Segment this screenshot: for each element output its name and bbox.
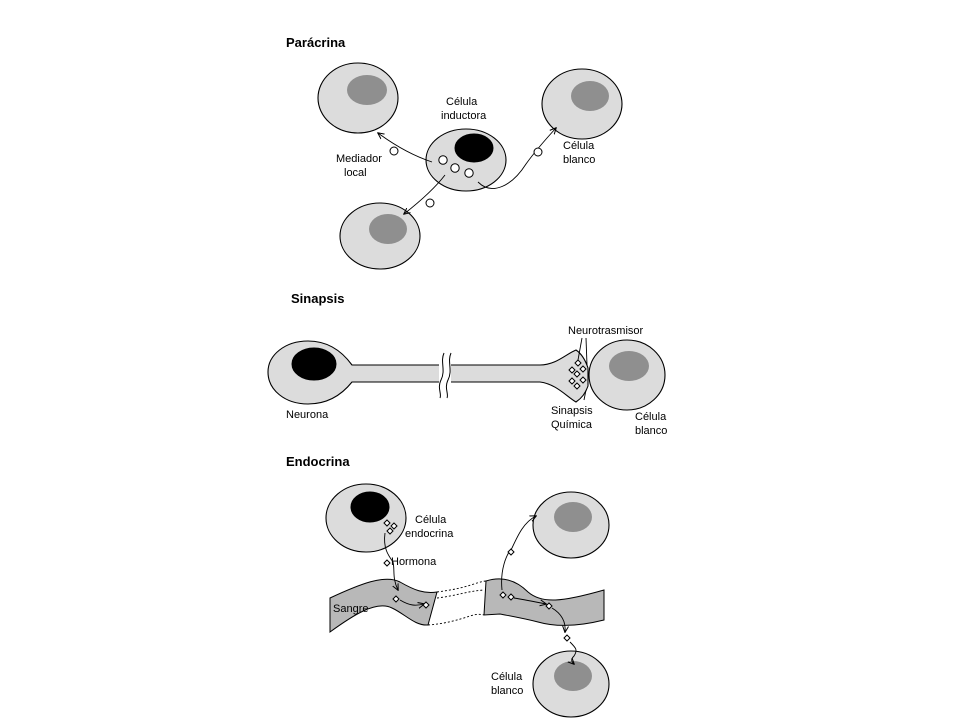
- endocrine-target-cell-bottom: [532, 650, 610, 718]
- blood-vessel-gap-top: [436, 580, 487, 593]
- hormone-molecule: [392, 595, 400, 603]
- endocrine-title: Endocrina: [286, 454, 350, 469]
- synapse-section: Sinapsis Neurotrasmisor: [267, 291, 667, 437]
- neurotransmitter-label: Neurotrasmisor: [568, 325, 644, 337]
- synapse-target-label-line2: blanco: [635, 425, 667, 437]
- hormone-molecule: [545, 602, 553, 610]
- hormone-molecule: [499, 591, 507, 599]
- blood-label: Sangre: [333, 603, 368, 615]
- synapse-label-line2: Química: [551, 419, 593, 431]
- neurotransmitter-leader: [585, 337, 588, 366]
- neurotransmitter-vesicles: [568, 359, 587, 390]
- neuron-label: Neurona: [286, 409, 329, 421]
- endocrine-cell-label-line1: Célula: [415, 514, 447, 526]
- hormone-molecule: [422, 601, 430, 609]
- hormone-flow-arrow: [551, 607, 565, 632]
- mediator-arrow-to-top-left: [378, 133, 433, 163]
- blood-vessel-gap-middle: [436, 589, 485, 599]
- local-mediator: [389, 146, 399, 156]
- mediator-vesicle: [438, 155, 448, 165]
- hormone-flow-arrow: [399, 599, 424, 605]
- endocrine-target-label-line1: Célula: [491, 671, 523, 683]
- inducing-cell-label-line1: Célula: [446, 96, 478, 108]
- hormone-molecule: [383, 559, 391, 567]
- paracrine-section: Parácrina Célula i: [286, 35, 623, 270]
- hormone-arrow-to-target-top: [501, 516, 536, 591]
- synapse-label-line1: Sinapsis: [551, 405, 593, 417]
- mediator-arrow-to-top-right: [477, 128, 556, 189]
- hormone-arrow-to-target-bottom: [570, 641, 577, 664]
- paracrine-title: Parácrina: [286, 35, 346, 50]
- hormone-molecule: [507, 548, 515, 556]
- paracrine-target-label-line1: Célula: [563, 140, 595, 152]
- synapse-title: Sinapsis: [291, 291, 344, 306]
- mediator-arrow-to-bottom: [404, 174, 446, 214]
- hormone-label: Hormona: [391, 556, 437, 568]
- mediator-label-line2: local: [344, 167, 367, 179]
- endocrine-section: Endocrina Sangre: [286, 454, 610, 718]
- local-mediator: [533, 147, 543, 157]
- hormone-molecule: [507, 593, 515, 601]
- synapse-target-cell: [588, 339, 666, 411]
- mediator-vesicle: [450, 163, 460, 173]
- local-mediator: [425, 198, 435, 208]
- endocrine-cell-label-line2: endocrina: [405, 528, 454, 540]
- hormone-molecule: [563, 634, 571, 642]
- paracrine-target-cell-top-right: [541, 68, 623, 140]
- synapse-leader: [583, 389, 587, 401]
- synapse-target-label-line1: Célula: [635, 411, 667, 423]
- paracrine-target-cell-bottom: [339, 202, 421, 270]
- neurotransmitter-leader: [577, 337, 583, 361]
- hormone-flow-arrow: [513, 597, 546, 604]
- blood-vessel-gap-bottom: [427, 613, 485, 626]
- endocrine-target-cell-top: [532, 491, 610, 559]
- neuron: [267, 340, 589, 405]
- axon-break: [438, 352, 452, 399]
- inducing-cell-label-line2: inductora: [441, 110, 487, 122]
- paracrine-inducing-cell: [425, 128, 507, 192]
- blood-vessel: [329, 578, 605, 633]
- hormone-arrow-to-blood: [384, 532, 398, 590]
- endocrine-target-label-line2: blanco: [491, 685, 523, 697]
- paracrine-target-cell-top-left: [317, 62, 399, 134]
- endocrine-cell: [325, 483, 407, 553]
- neuron-nucleus: [291, 347, 337, 381]
- paracrine-target-label-line2: blanco: [563, 154, 595, 166]
- mediator-label-line1: Mediador: [336, 153, 382, 165]
- mediator-vesicle: [464, 168, 474, 178]
